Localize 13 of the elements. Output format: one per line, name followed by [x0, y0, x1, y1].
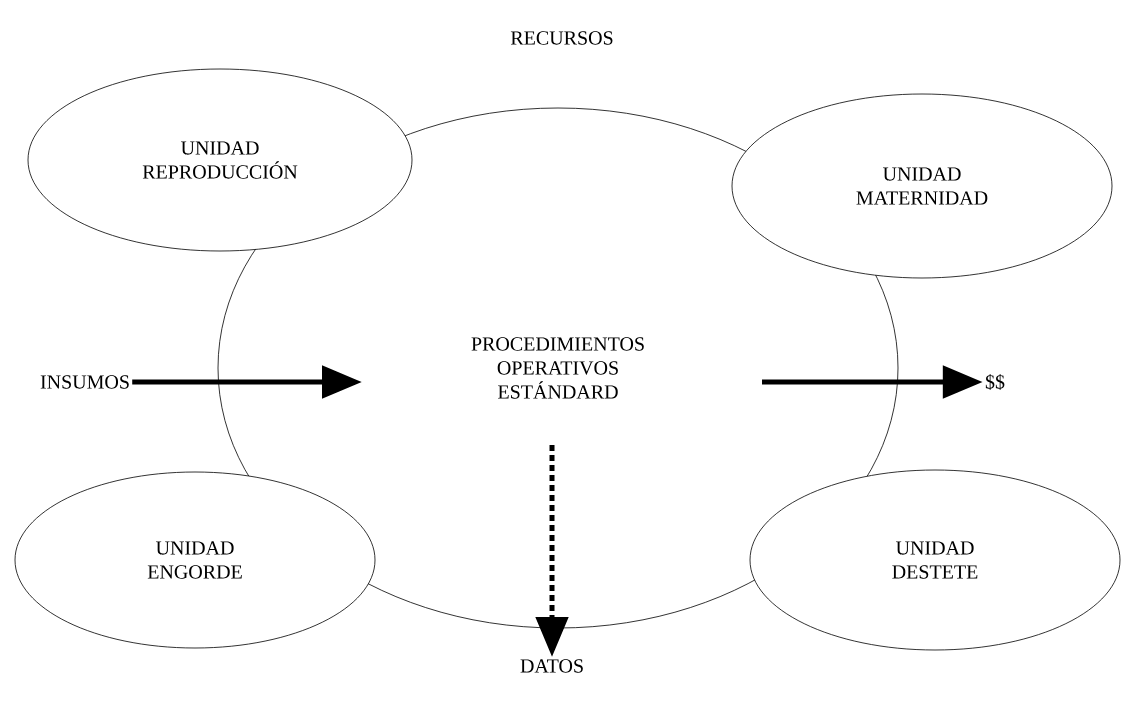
node-text: PROCEDIMIENTOS OPERATIVOS ESTÁNDARD [471, 337, 644, 399]
unit-ellipse [14, 471, 376, 649]
unit-ellipse [27, 68, 413, 252]
flow-label: DATOS [520, 659, 583, 673]
node-text: UNIDAD ENGORDE [147, 541, 242, 579]
node-text: UNIDAD MATERNIDAD [856, 167, 988, 205]
node-text: UNIDAD DESTETE [892, 541, 978, 579]
flow-label: $$ [985, 374, 1005, 390]
unit-ellipse [731, 93, 1113, 279]
flow-label: INSUMOS [40, 375, 129, 389]
unit-ellipse [749, 469, 1121, 651]
node-text: UNIDAD REPRODUCCIÓN [142, 141, 298, 179]
title: RECURSOS [510, 31, 613, 45]
